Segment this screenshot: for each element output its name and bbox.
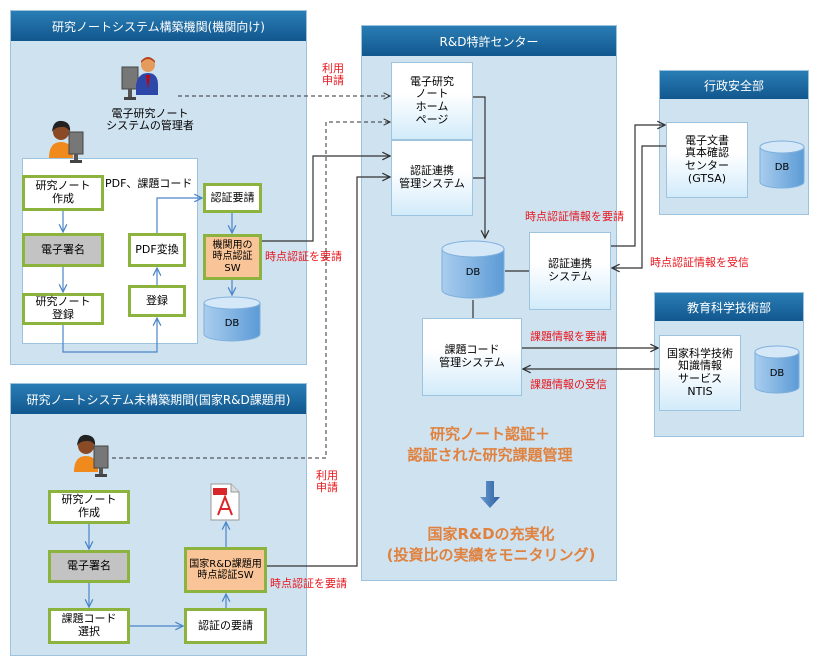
down-arrow-icon	[480, 481, 500, 508]
education-title: 教育科学技術部	[655, 293, 803, 321]
national-step-auth-request[interactable]: 認証の要請	[184, 608, 267, 644]
label-timestamp-info-receive: 時点認証情報を受信	[650, 256, 749, 269]
institution-db-label: DB	[224, 318, 240, 329]
step-create-note[interactable]: 研究ノート 作成	[22, 175, 104, 211]
auth-mgmt-system[interactable]: 認証連携 管理システム	[391, 140, 473, 216]
line-gtsa-to-authlink	[612, 145, 666, 268]
line-authlink-to-gtsa	[611, 125, 665, 247]
step-auth-request[interactable]: 認証要請	[203, 183, 262, 213]
institution-timestamp-sw[interactable]: 機関用の 時点認証SW	[203, 234, 262, 280]
researcher-icon	[49, 120, 84, 163]
summary-text-1: 研究ノート認証＋ 認証された研究課題管理	[407, 425, 573, 464]
national-timestamp-sw[interactable]: 国家R&D課題用 時点認証SW	[184, 547, 267, 593]
national-panel-title: 研究ノートシステム未構築期間(国家R&D課題用)	[11, 384, 306, 414]
admin-dept-title: 行政安全部	[660, 71, 808, 99]
step-e-signature[interactable]: 電子署名	[22, 233, 104, 267]
step-pdf-convert[interactable]: PDF変換	[128, 233, 186, 267]
step-register-note[interactable]: 研究ノート 登録	[22, 293, 104, 325]
label-task-info-receive: 課題情報の受信	[530, 378, 607, 391]
summary-text-2: 国家R&Dの充実化 (投資比の実績をモニタリング)	[386, 525, 596, 564]
label-usage-request-top: 利用 申請	[322, 62, 344, 88]
institution-panel-title: 研究ノートシステム構築機関(機関向け)	[11, 11, 306, 41]
task-code-mgmt-system[interactable]: 課題コード 管理システム	[422, 318, 522, 396]
admin-user-icon	[121, 57, 158, 100]
education-db-label: DB	[769, 368, 785, 379]
national-step-e-signature[interactable]: 電子署名	[48, 550, 130, 583]
education-db-icon	[754, 345, 800, 394]
admin-dept-db-icon	[759, 140, 805, 189]
step-register[interactable]: 登録	[128, 285, 186, 317]
auth-link-system[interactable]: 認証連携 システム	[529, 232, 611, 310]
center-panel-title: R&D特許センター	[362, 26, 616, 56]
center-db-label: DB	[465, 267, 481, 278]
national-step-select-code[interactable]: 課題コード 選択	[48, 608, 130, 644]
homepage-box[interactable]: 電子研究 ノート ホーム ページ	[391, 62, 473, 140]
center-db-icon	[441, 240, 505, 299]
label-usage-request-bottom: 利用 申請	[316, 469, 338, 495]
label-timestamp-request-1: 時点認証を要請	[265, 250, 342, 263]
researcher-icon-national	[74, 434, 109, 477]
label-task-info-request: 課題情報を要請	[530, 330, 607, 343]
admin-dept-db-label: DB	[774, 162, 790, 173]
label-timestamp-request-2: 時点認証を要請	[270, 577, 347, 590]
gtsa-box[interactable]: 電子文書 真本確認 センター (GTSA)	[666, 122, 748, 198]
ntis-box[interactable]: 国家科学技術 知識情報 サービス NTIS	[659, 335, 741, 411]
national-step-create-note[interactable]: 研究ノート 作成	[48, 490, 130, 524]
pdf-code-label: PDF、課題コード	[105, 177, 193, 190]
pdf-file-icon	[210, 483, 240, 521]
admin-label: 電子研究ノート システムの管理者	[106, 107, 194, 133]
label-timestamp-info-request: 時点認証情報を要請	[525, 210, 624, 223]
